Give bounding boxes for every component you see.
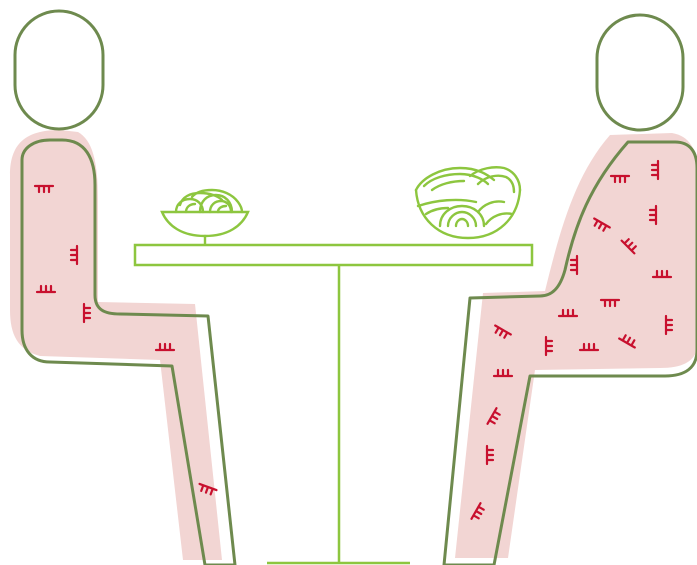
noodle-strand: [478, 201, 504, 212]
table-top: [135, 245, 532, 265]
person-left-head: [15, 11, 103, 129]
noodle-strand: [478, 176, 514, 192]
person-right-icon: [444, 15, 697, 565]
noodle-strand: [432, 181, 464, 190]
large-noodle-bowl-icon: [416, 167, 520, 238]
small-bowl-body: [162, 212, 248, 236]
small-noodle-bowl-icon: [162, 190, 248, 244]
person-left-icon: [10, 11, 235, 565]
person-right-head: [597, 15, 683, 130]
noodle-strand: [418, 200, 476, 206]
person-right-body-fill: [455, 133, 697, 558]
noodle-strand: [456, 219, 468, 226]
